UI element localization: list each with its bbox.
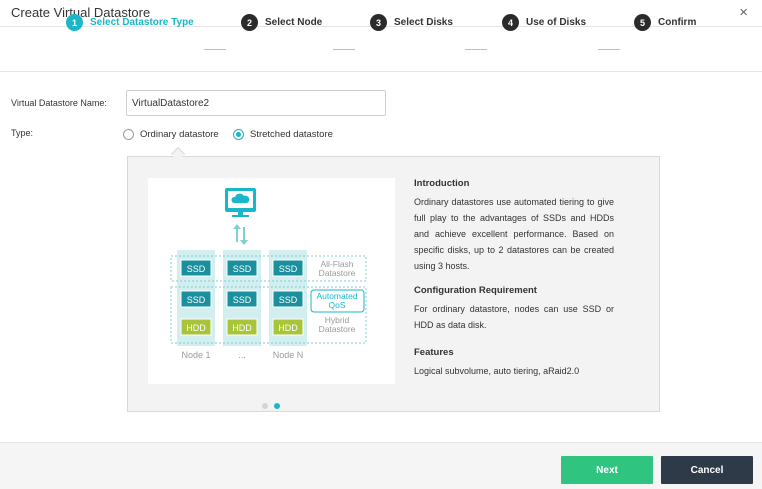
datastore-name-input[interactable] (126, 90, 386, 116)
config-heading: Configuration Requirement (414, 285, 537, 296)
node-label: ... (238, 350, 246, 360)
disk-label: HDD (278, 323, 298, 333)
step-label: Select Disks (394, 17, 453, 28)
all-flash-group (170, 255, 367, 282)
step-select-datastore-type[interactable]: 1 Select Datastore Type (66, 14, 194, 31)
disk-label: SSD (187, 264, 206, 274)
hybrid-label: Hybrid (325, 315, 350, 325)
step-select-disks[interactable]: 3 Select Disks (370, 14, 453, 31)
monitor-cloud-icon (225, 188, 256, 217)
hdd-disk (226, 318, 258, 336)
hdd-disk (272, 318, 304, 336)
radio-circle[interactable] (233, 128, 244, 140)
disk-label: HDD (232, 323, 252, 333)
type-info-panel: SSD SSD SSD SSD SSD SSD HDD HDD HDD All-… (127, 156, 660, 412)
step-number: 2 (241, 14, 258, 31)
step-number: 4 (502, 14, 519, 31)
all-flash-label: Datastore (319, 268, 356, 278)
type-label: Type: (11, 128, 34, 138)
type-description: Introduction Ordinary datastores use aut… (414, 178, 614, 379)
step-number: 1 (66, 14, 83, 31)
wizard-stepper (0, 27, 762, 72)
disk-label: SSD (233, 295, 252, 305)
next-button[interactable]: Next (561, 456, 653, 484)
step-label: Confirm (658, 17, 697, 28)
cancel-button[interactable]: Cancel (661, 456, 753, 484)
radio-label: Stretched datastore (250, 128, 333, 140)
ssd-disk (180, 259, 212, 277)
qos-label: Automated (316, 291, 357, 301)
step-select-node[interactable]: 2 Select Node (241, 14, 322, 31)
ssd-disk (226, 259, 258, 277)
all-flash-label: All-Flash (320, 259, 353, 269)
radio-ordinary-datastore[interactable]: Ordinary datastore (123, 127, 219, 141)
hybrid-group (170, 286, 367, 344)
automated-qos-badge (310, 289, 365, 313)
radio-stretched-datastore[interactable]: Stretched datastore (233, 127, 333, 141)
ssd-disk (226, 290, 258, 308)
dialog-title: Create Virtual Datastore (11, 5, 151, 20)
ssd-disk (272, 290, 304, 308)
disk-label: SSD (279, 264, 298, 274)
step-separator (465, 49, 487, 50)
radio-circle[interactable] (123, 128, 134, 140)
carousel-dot-active[interactable] (274, 403, 280, 409)
step-use-of-disks[interactable]: 4 Use of Disks (502, 14, 586, 31)
node-label: Node 1 (181, 350, 210, 360)
dialog-footer: Next Cancel (0, 442, 762, 489)
step-label: Use of Disks (526, 17, 587, 28)
step-number: 5 (634, 14, 651, 31)
qos-label: QoS (328, 300, 345, 310)
step-separator (333, 49, 355, 50)
disk-label: HDD (186, 323, 206, 333)
intro-text: Ordinary datastores use automated tierin… (414, 197, 614, 271)
disk-label: SSD (279, 295, 298, 305)
hybrid-label: Datastore (319, 324, 356, 334)
step-confirm[interactable]: 5 Confirm (634, 14, 696, 31)
step-separator (598, 49, 620, 50)
step-separator (204, 49, 226, 50)
step-label: Select Datastore Type (90, 17, 194, 28)
disk-label: SSD (187, 295, 206, 305)
step-number: 3 (370, 14, 387, 31)
datastore-diagram: SSD SSD SSD SSD SSD SSD HDD HDD HDD All-… (170, 188, 367, 360)
ssd-disk (180, 290, 212, 308)
sync-arrows-icon (233, 224, 248, 245)
carousel-dot[interactable] (262, 403, 268, 409)
datastore-illustration: SSD SSD SSD SSD SSD SSD HDD HDD HDD All-… (148, 178, 395, 384)
name-label: Virtual Datastore Name: (11, 98, 107, 108)
node-label: Node N (273, 350, 304, 360)
ssd-disk (272, 259, 304, 277)
features-heading: Features (414, 347, 454, 358)
hdd-disk (180, 318, 212, 336)
intro-heading: Introduction (414, 178, 470, 189)
disk-label: SSD (233, 264, 252, 274)
close-icon[interactable]: × (739, 4, 748, 21)
radio-label: Ordinary datastore (140, 128, 219, 140)
config-text: For ordinary datastore, nodes can use SS… (414, 304, 614, 330)
step-label: Select Node (265, 17, 323, 28)
features-text: Logical subvolume, auto tiering, aRaid2.… (414, 366, 580, 376)
